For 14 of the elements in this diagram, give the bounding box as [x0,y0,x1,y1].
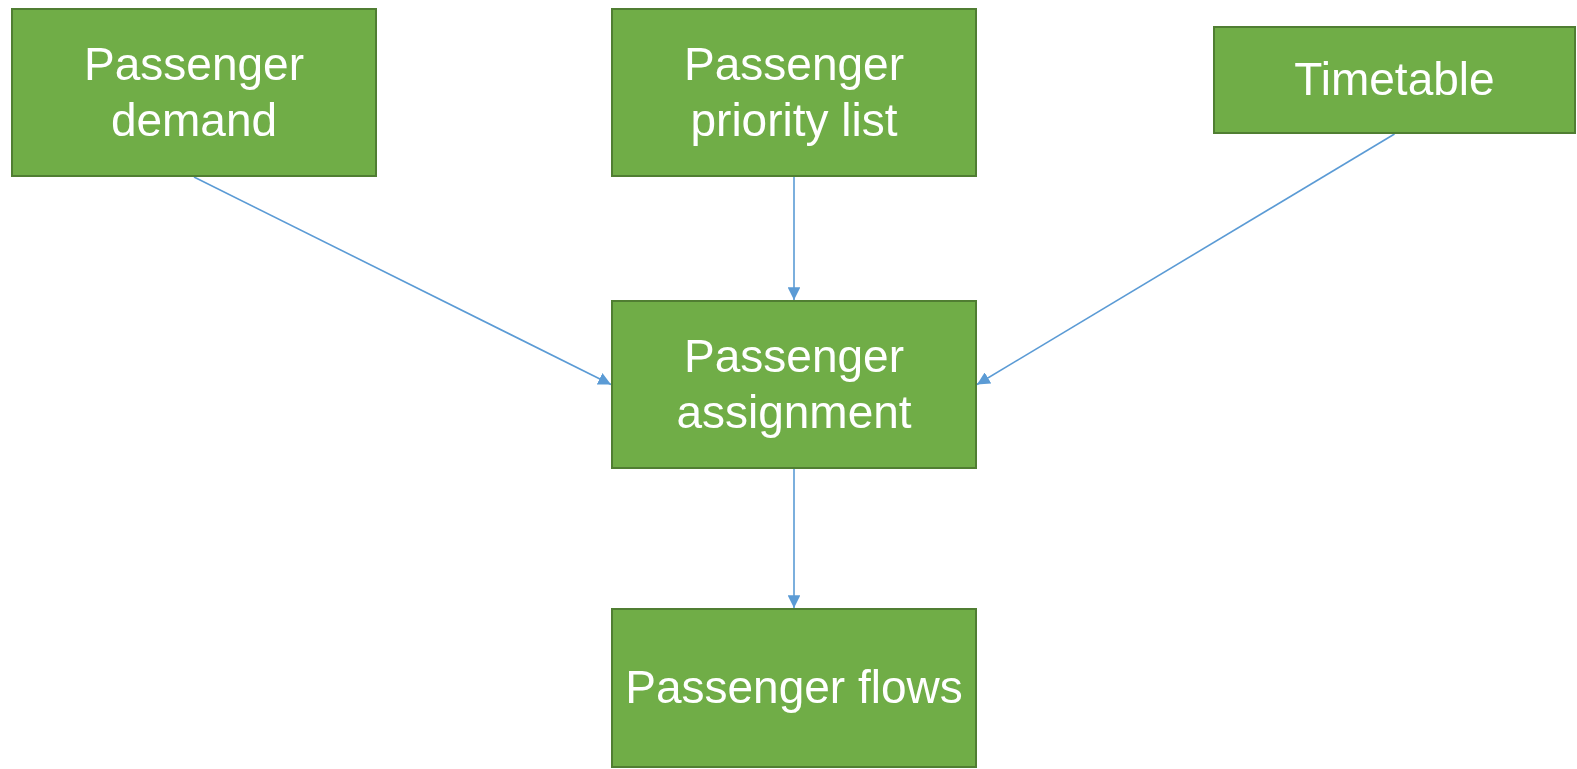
box-label: Timetable [1294,52,1495,108]
arrow [976,133,1396,386]
box-label: Passenger priority list [683,37,905,148]
process-box [611,300,977,469]
box-label: Passenger demand [83,37,305,148]
arrow [787,468,801,609]
box-label: Passenger assignment [675,329,913,440]
process-box [11,8,377,177]
arrow [787,176,801,301]
process-box [611,608,977,768]
box-label: Passenger flows [625,660,963,716]
process-box [611,8,977,177]
process-box [1213,26,1576,134]
arrow [193,176,612,386]
